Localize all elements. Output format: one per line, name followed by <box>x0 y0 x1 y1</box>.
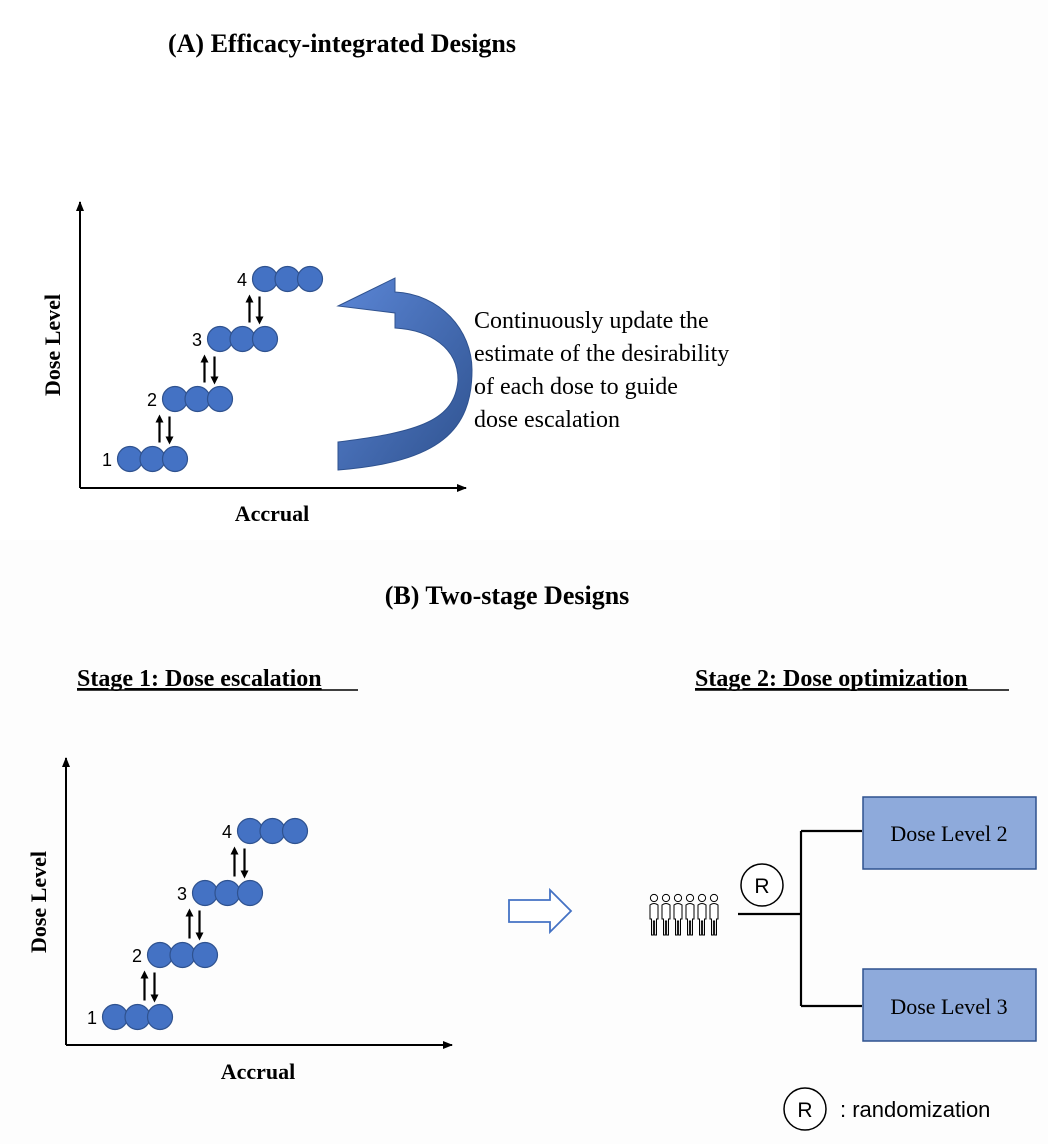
panel-b-patient-dot <box>214 879 241 907</box>
people-group-icon <box>649 893 719 936</box>
panel-b-patient-dot <box>124 1003 151 1031</box>
panel-b-dose-level-label-2: 2 <box>132 946 142 966</box>
randomization-circle <box>740 863 784 907</box>
up-down-arrows-icon <box>230 846 249 879</box>
panel-b-dose-level-label-4: 4 <box>222 822 232 842</box>
arm-box-dose-level-2: Dose Level 2 <box>862 796 1037 870</box>
panel-a-dose-level-label-1: 1 <box>102 450 112 470</box>
up-down-arrows-icon <box>155 414 174 445</box>
randomization-tree <box>738 829 862 1008</box>
panel-b-patient-dot <box>169 941 196 969</box>
up-down-arrows-icon <box>185 908 204 941</box>
panel-a-y-axis-label: Dose Level <box>40 294 65 396</box>
panel-a-patient-dot <box>206 385 234 413</box>
panel-b-patient-dot <box>191 879 219 907</box>
panel-a-patient-dot <box>296 265 324 293</box>
stage-1-title: Stage 1: Dose escalation <box>77 666 322 692</box>
panel-b-y-axis-label: Dose Level <box>26 851 51 953</box>
panel-a-patient-dot <box>139 445 166 473</box>
panel-a-dose-level-label-3: 3 <box>192 330 202 350</box>
panel-b-dose-levels: 1 2 3 4 <box>87 817 309 1031</box>
panel-b-patient-dot <box>191 941 219 969</box>
panel-a-dose-levels: 1 2 3 4 <box>102 265 324 473</box>
panel-b-patient-dot <box>236 817 264 845</box>
randomization-legend: R : randomization <box>783 1087 990 1131</box>
panel-b-dose-level-label-1: 1 <box>87 1008 97 1028</box>
panel-a-patient-dot <box>116 445 144 473</box>
panel-a-patient-dot <box>251 325 279 353</box>
curved-arrow-icon <box>336 277 473 471</box>
panel-b-title: (B) Two-stage Designs <box>385 581 630 610</box>
panel-b-patient-dot <box>236 879 264 907</box>
up-down-arrows-icon <box>200 354 219 385</box>
panel-b-patient-dot <box>281 817 309 845</box>
note-line-3: of each dose to guide <box>474 374 678 400</box>
panel-b-patient-dot <box>101 1003 129 1031</box>
panel-a-patient-dot <box>229 325 256 353</box>
legend-symbol: R <box>797 1099 812 1122</box>
panel-a-patient-dot <box>206 325 234 353</box>
panel-b-patient-dot <box>146 941 174 969</box>
panel-a-note: Continuously update the estimate of the … <box>474 308 729 433</box>
legend-circle <box>783 1087 827 1131</box>
hollow-right-arrow-icon <box>508 887 573 935</box>
stage-2-title: Stage 2: Dose optimization <box>695 666 968 692</box>
panel-a-patient-dot <box>161 445 189 473</box>
panel-a-patient-dot <box>274 265 301 293</box>
panel-a-patient-dot <box>161 385 189 413</box>
note-line-4: dose escalation <box>474 407 620 433</box>
panel-a-chart: Dose Level Accrual 1 2 3 4 <box>40 201 467 526</box>
panel-b-patient-dot <box>146 1003 174 1031</box>
panel-b-dose-level-label-3: 3 <box>177 884 187 904</box>
panel-a-dose-level-label-2: 2 <box>147 390 157 410</box>
panel-b-chart: Dose Level Accrual 1 2 3 4 <box>26 757 453 1084</box>
panel-b-patient-dot <box>259 817 286 845</box>
panel-a-patient-dot <box>184 385 211 413</box>
legend-text: : randomization <box>840 1097 990 1122</box>
panel-b-x-axis-label: Accrual <box>221 1059 296 1084</box>
randomization-node: R <box>740 863 784 907</box>
panel-a-title: (A) Efficacy-integrated Designs <box>168 29 516 58</box>
up-down-arrows-icon <box>140 970 159 1003</box>
up-down-arrows-icon <box>245 294 264 325</box>
note-line-1: Continuously update the <box>474 308 709 334</box>
panel-a-patient-dot <box>251 265 279 293</box>
panel-a-x-axis-label: Accrual <box>235 501 310 526</box>
randomization-symbol: R <box>754 875 769 898</box>
arm-label-2: Dose Level 3 <box>890 994 1007 1019</box>
note-line-2: estimate of the desirability <box>474 341 729 367</box>
arm-box-dose-level-3: Dose Level 3 <box>862 968 1037 1042</box>
arm-label-1: Dose Level 2 <box>890 821 1007 846</box>
panel-a-dose-level-label-4: 4 <box>237 270 247 290</box>
